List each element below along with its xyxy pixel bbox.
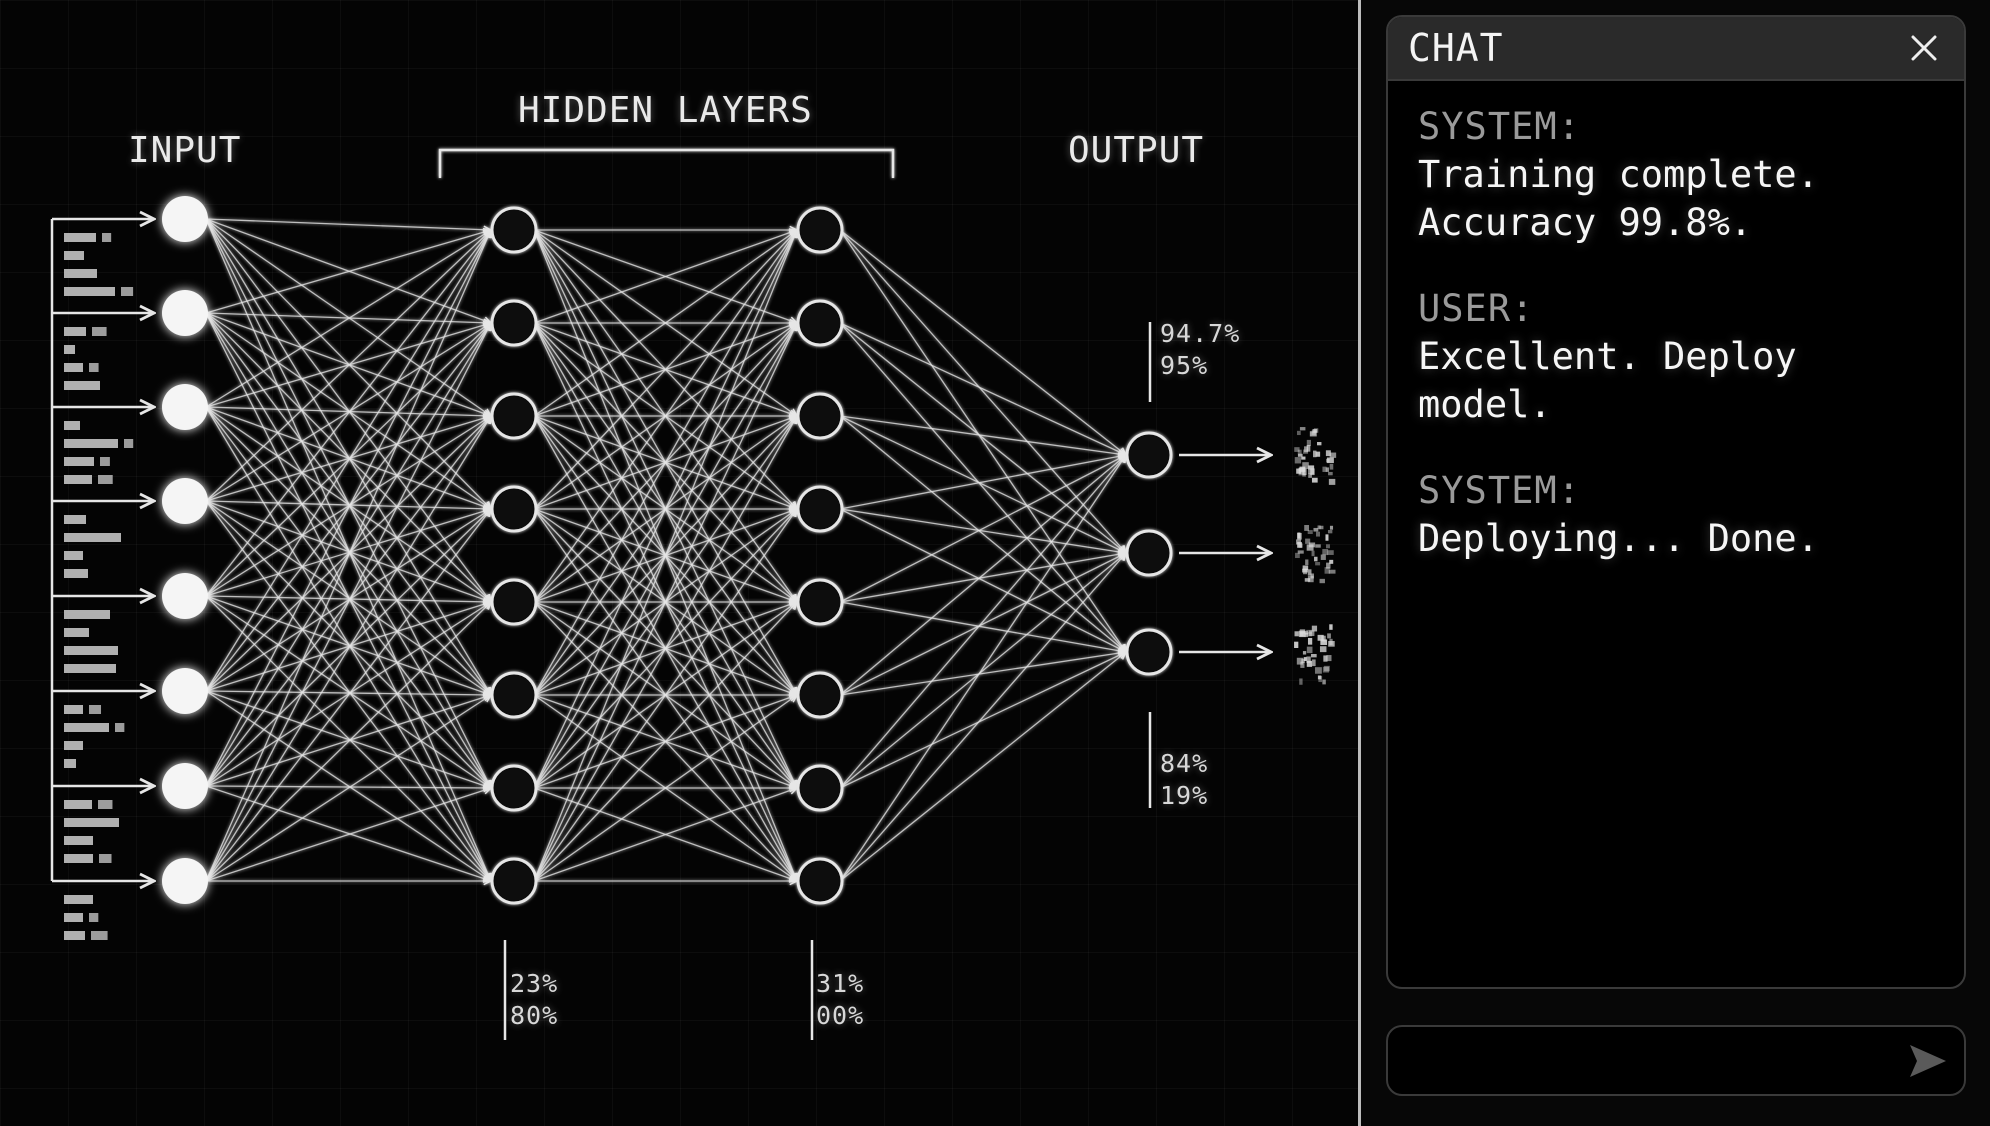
chat-panel: CHAT SYSTEM: Training complete. Accuracy… [1386, 15, 1966, 989]
connections [205, 218, 1126, 881]
chat-input-container [1386, 1025, 1966, 1096]
chat-title: CHAT [1408, 26, 1504, 70]
output-top-stat-a: 94.7% [1160, 319, 1241, 348]
message-role: SYSTEM: [1418, 469, 1581, 512]
hidden2-stat-a: 31% [816, 969, 865, 998]
send-button[interactable] [1908, 1043, 1948, 1079]
nodes [162, 196, 1173, 905]
message-list: SYSTEM: Training complete. Accuracy 99.8… [1388, 81, 1964, 623]
hidden1-stat-a: 23% [510, 969, 559, 998]
output-top-stat-b: 95% [1160, 351, 1209, 380]
output-bottom-stat-b: 19% [1160, 781, 1209, 810]
chat-input[interactable] [1402, 1035, 1886, 1087]
message: SYSTEM: Deploying... Done. [1418, 467, 1934, 563]
output-layer-label: OUTPUT [1068, 130, 1205, 171]
network-diagram [50, 148, 1337, 1040]
close-icon [1911, 35, 1937, 61]
message-text: Excellent. Deploy model. [1418, 335, 1797, 426]
hidden-layers-label: HIDDEN LAYERS [518, 90, 813, 131]
output-bottom-stat: 84% 19% [1160, 748, 1208, 812]
input-layer-label: INPUT [128, 130, 242, 171]
message: SYSTEM: Training complete. Accuracy 99.8… [1418, 103, 1934, 247]
hidden2-stat-b: 00% [816, 1001, 865, 1030]
network-diagram-canvas: INPUT HIDDEN LAYERS OUTPUT 23% 80% 31% 0… [0, 0, 1360, 1126]
hidden2-stat: 31% 00% [816, 968, 864, 1032]
message-role: SYSTEM: [1418, 105, 1581, 148]
close-button[interactable] [1904, 28, 1944, 68]
send-icon [1910, 1045, 1946, 1077]
hidden1-stat-b: 80% [510, 1001, 559, 1030]
message-text: Deploying... Done. [1418, 517, 1819, 560]
hidden1-stat: 23% 80% [510, 968, 558, 1032]
message-text: Training complete. Accuracy 99.8%. [1418, 153, 1819, 244]
annotations [50, 148, 1337, 1040]
output-top-stat: 94.7% 95% [1160, 318, 1240, 382]
message: USER: Excellent. Deploy model. [1418, 285, 1934, 429]
output-bottom-stat-a: 84% [1160, 749, 1209, 778]
message-role: USER: [1418, 287, 1535, 330]
input-data-bars [64, 233, 134, 940]
panel-divider[interactable] [1358, 0, 1361, 1126]
chat-header: CHAT [1388, 17, 1964, 81]
